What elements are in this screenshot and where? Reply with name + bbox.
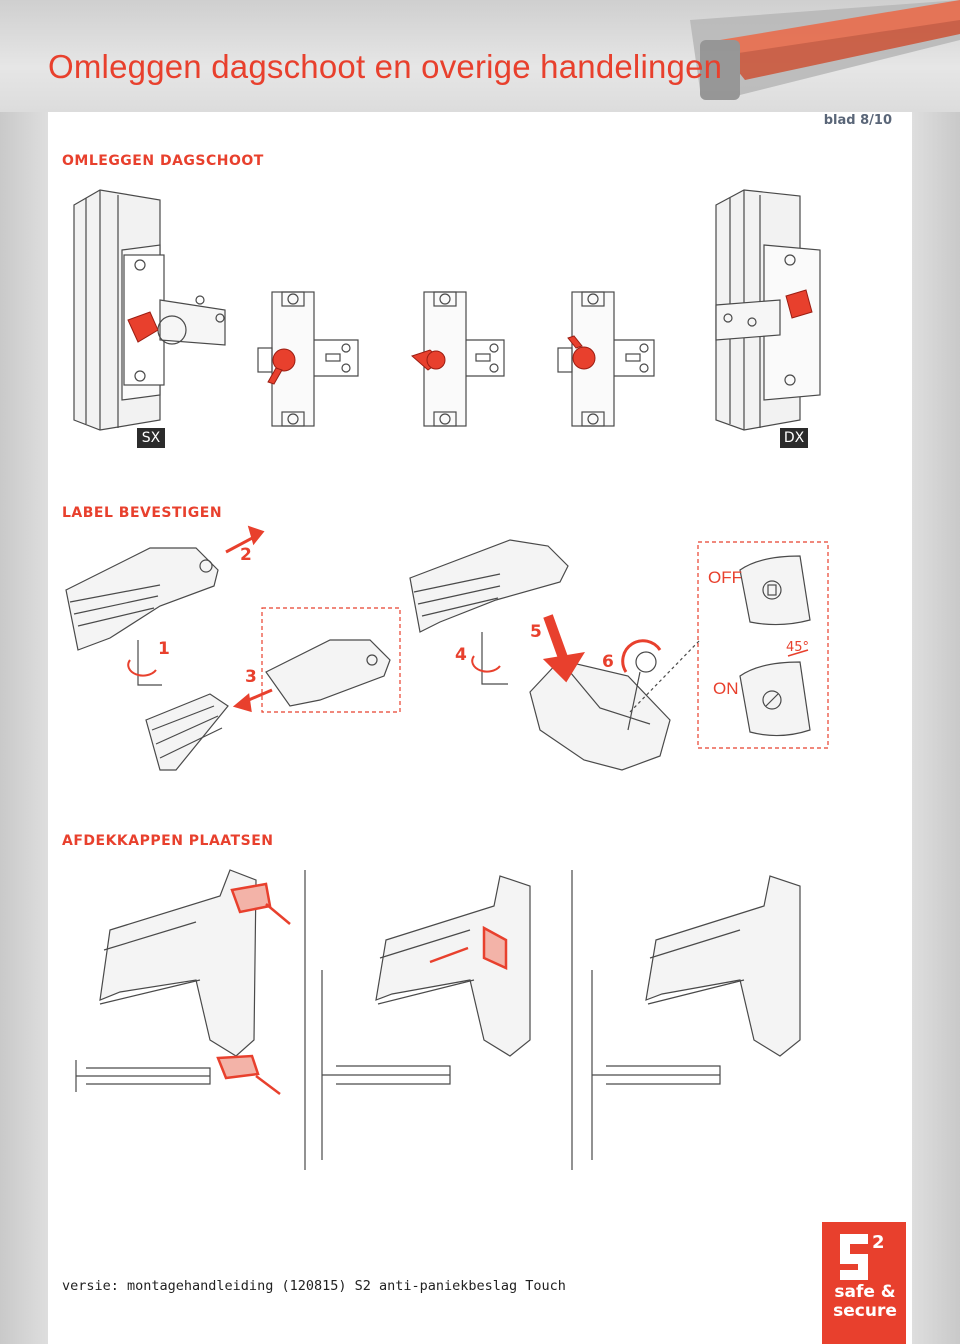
step-6: 6 xyxy=(602,652,614,672)
svg-text:2: 2 xyxy=(872,1232,885,1253)
page-title: Omleggen dagschoot en overige handelinge… xyxy=(48,48,723,85)
tag-dx: DX xyxy=(780,428,808,448)
section-heading-dagschoot: OMLEGGEN DAGSCHOOT xyxy=(62,153,264,169)
brand-logo-line2: secure xyxy=(833,1301,897,1321)
lock-assembly-dx xyxy=(715,189,821,431)
dagschoot-illustrations xyxy=(73,189,821,431)
state-on-label: ON xyxy=(713,679,739,698)
cap-step-3 xyxy=(591,875,801,1160)
tag-sx: SX xyxy=(137,428,165,448)
cap-step-1 xyxy=(75,869,257,1092)
brand-logo-line1: safe & xyxy=(834,1282,896,1302)
step-1: 1 xyxy=(158,639,170,659)
left-border xyxy=(0,112,48,1344)
label-illustrations xyxy=(65,525,829,771)
step-4: 4 xyxy=(455,645,467,665)
section-heading-afdekkappen: AFDEKKAPPEN PLAATSEN xyxy=(62,833,274,849)
state-off-label: OFF xyxy=(708,568,742,587)
page-number: blad 8/10 xyxy=(823,113,892,128)
right-border xyxy=(912,112,960,1344)
brand-logo: 2 xyxy=(822,1222,906,1344)
footer-version: versie: montagehandleiding (120815) S2 a… xyxy=(62,1278,566,1294)
angle-label: 45° xyxy=(786,640,810,655)
afdekkappen-illustrations xyxy=(75,869,801,1170)
header-bar-illustration xyxy=(690,0,960,100)
brand-logo-text: safe & secure xyxy=(823,1283,907,1321)
cap-step-2 xyxy=(321,875,531,1160)
step-2: 2 xyxy=(240,545,252,565)
lock-assembly-sx xyxy=(73,189,226,431)
step-5: 5 xyxy=(530,622,542,642)
section-heading-label: LABEL BEVESTIGEN xyxy=(62,505,223,521)
step-3: 3 xyxy=(245,667,257,687)
